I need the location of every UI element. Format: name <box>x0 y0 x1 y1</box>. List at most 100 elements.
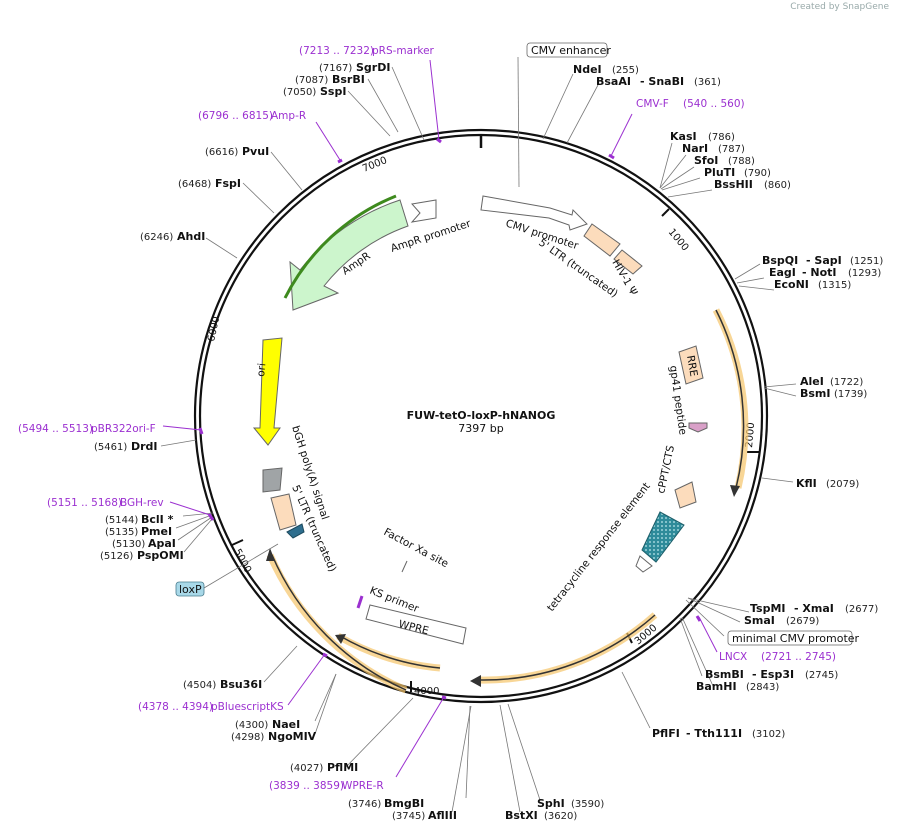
ampr-promoter-arrow[interactable] <box>410 199 437 223</box>
orf-arc-bottom[interactable] <box>479 614 656 681</box>
enzyme-ndei-pos: (255) <box>612 65 639 76</box>
enzyme-tspmi[interactable]: TspMI <box>750 602 786 615</box>
enzyme-ahdi-pos: (6246) <box>140 232 173 243</box>
enzyme-bamhi[interactable]: BamHI <box>696 680 737 693</box>
enzyme-pflfi[interactable]: PflFI <box>652 727 680 740</box>
enzyme-alei-pos: (1722) <box>830 377 863 388</box>
enzyme-pluti[interactable]: PluTI <box>704 166 735 179</box>
hiv-psi-box[interactable] <box>613 249 643 275</box>
primer-pbluescriptks[interactable]: pBluescriptKS <box>211 701 284 713</box>
cppt-box[interactable] <box>674 481 697 509</box>
enzyme-bsaai[interactable]: BsaAI <box>596 75 631 88</box>
enzyme-kasi[interactable]: KasI <box>670 130 697 143</box>
tick-1000: 1000 <box>666 227 691 254</box>
tre-element[interactable] <box>641 511 685 563</box>
wpre-box[interactable] <box>365 604 467 645</box>
enzyme-bsu36i[interactable]: Bsu36I <box>220 678 262 691</box>
ampr-glow <box>283 194 397 299</box>
orf-glow-bottom <box>477 612 658 684</box>
enzyme-bspqi[interactable]: BspQI <box>762 254 798 267</box>
gp41-arrow[interactable] <box>688 422 708 433</box>
enzyme-ahdi[interactable]: AhdI <box>177 230 205 243</box>
primer-prs-marker[interactable]: pRS-marker <box>372 45 435 57</box>
primer-wpre-r[interactable]: WPRE-R <box>342 780 384 792</box>
enzyme-kfli[interactable]: KflI <box>796 477 817 490</box>
ltr5-box[interactable] <box>583 223 621 257</box>
enzyme-bspqi-pos: (1251) <box>850 256 883 267</box>
enzyme-esp3i[interactable]: - Esp3I <box>752 668 794 681</box>
enzyme-pflmi[interactable]: PflMI <box>327 761 358 774</box>
loxp-feature[interactable] <box>286 523 305 539</box>
enzyme-apai[interactable]: ApaI <box>148 537 176 550</box>
primer-pbr322ori-f[interactable]: pBR322ori-F <box>91 423 156 435</box>
factorxa-label: Factor Xa site <box>382 526 451 570</box>
enzyme-bcli[interactable]: BclI * <box>141 513 174 526</box>
orf-arc-right[interactable] <box>715 309 745 489</box>
tick-7000: 7000 <box>361 155 389 175</box>
primer-amp-r[interactable]: Amp-R <box>271 110 306 122</box>
enzyme-pvui[interactable]: PvuI <box>242 145 269 158</box>
enzyme-pflmi-pos: (4027) <box>290 763 323 774</box>
primer-cmv-f[interactable]: CMV-F <box>636 98 669 110</box>
enzyme-smai-pos: (2679) <box>786 616 819 627</box>
loxp-label: loxP <box>179 583 202 596</box>
enzyme-econi[interactable]: EcoNI <box>774 278 809 291</box>
rre-box[interactable] <box>678 345 704 385</box>
cmv-enhancer-box[interactable] <box>526 42 608 58</box>
primer-prs-range: (7213 .. 7232) <box>299 45 374 57</box>
enzyme-afliii-pos: (3745) <box>392 811 425 822</box>
enzyme-drdi[interactable]: DrdI <box>131 440 158 453</box>
enzyme-noti[interactable]: - NotI <box>802 266 837 279</box>
enzyme-pmei-pos: (5135) <box>105 527 138 538</box>
enzyme-apai-pos: (5130) <box>112 539 145 550</box>
enzyme-sspi-pos: (7050) <box>283 87 316 98</box>
enzyme-bsshii[interactable]: BssHII <box>714 178 753 191</box>
enzyme-bmgbi[interactable]: BmgBI <box>384 797 424 810</box>
enzyme-nari[interactable]: NarI <box>682 142 708 155</box>
enzyme-bsmi-pos: (1739) <box>834 389 867 400</box>
enzyme-ndei[interactable]: NdeI <box>573 63 602 76</box>
backbone-inner <box>198 133 764 699</box>
enzyme-afliii[interactable]: AflIII <box>428 809 457 822</box>
orf-arc-left[interactable] <box>271 554 407 691</box>
primer-bgh-rev[interactable]: BGH-rev <box>120 497 164 509</box>
min-cmv-box[interactable] <box>727 630 853 646</box>
primer-pbr-range: (5494 .. 5513) <box>18 423 93 435</box>
enzyme-sgrdi[interactable]: SgrDI <box>356 61 390 74</box>
ampr-arrow[interactable] <box>289 199 409 311</box>
enzyme-pmei[interactable]: PmeI <box>141 525 172 538</box>
enzyme-smai[interactable]: SmaI <box>744 614 775 627</box>
enzyme-bsrbi[interactable]: BsrBI <box>332 73 365 86</box>
orf-arrowhead-small <box>335 634 346 644</box>
enzyme-snabi[interactable]: - SnaBI <box>640 75 684 88</box>
enzyme-alei[interactable]: AleI <box>800 375 824 388</box>
enzyme-bsmbi[interactable]: BsmBI <box>705 668 744 681</box>
enzyme-xmai[interactable]: - XmaI <box>794 602 834 615</box>
bgh-box[interactable] <box>262 467 283 493</box>
enzyme-sspi[interactable]: SspI <box>320 85 346 98</box>
tick-4000: 4000 <box>414 686 439 697</box>
enzyme-ngomiv[interactable]: NgoMIV <box>268 730 317 743</box>
primer-lncx[interactable]: LNCX <box>719 651 747 663</box>
orf-arc-small[interactable] <box>339 635 441 669</box>
enzyme-pspomi[interactable]: PspOMI <box>137 549 184 562</box>
enzyme-bamhi-pos: (2843) <box>746 682 779 693</box>
enzyme-sphi-pos: (3590) <box>571 799 604 810</box>
enzyme-bsmi[interactable]: BsmI <box>800 387 831 400</box>
enzyme-naei-pos: (4300) <box>235 720 268 731</box>
loxp-box[interactable] <box>175 581 205 597</box>
ks-primer-mark <box>356 595 364 609</box>
enzyme-eagi[interactable]: EagI <box>769 266 796 279</box>
enzyme-sphi[interactable]: SphI <box>537 797 565 810</box>
enzyme-econi-pos: (1315) <box>818 280 851 291</box>
enzyme-tth111i[interactable]: - Tth111I <box>686 727 742 740</box>
enzyme-fspi[interactable]: FspI <box>215 177 241 190</box>
ltr5b-box[interactable] <box>270 493 297 531</box>
enzyme-naei[interactable]: NaeI <box>272 718 300 731</box>
enzyme-sfoi[interactable]: SfoI <box>694 154 718 167</box>
cmv-promoter-arrow[interactable] <box>480 195 588 231</box>
enzyme-sapi[interactable]: - SapI <box>806 254 842 267</box>
ori-arrow[interactable] <box>252 337 283 446</box>
enzyme-sgrdi-pos: (7167) <box>319 63 352 74</box>
enzyme-bstxi[interactable]: BstXI <box>505 809 538 822</box>
